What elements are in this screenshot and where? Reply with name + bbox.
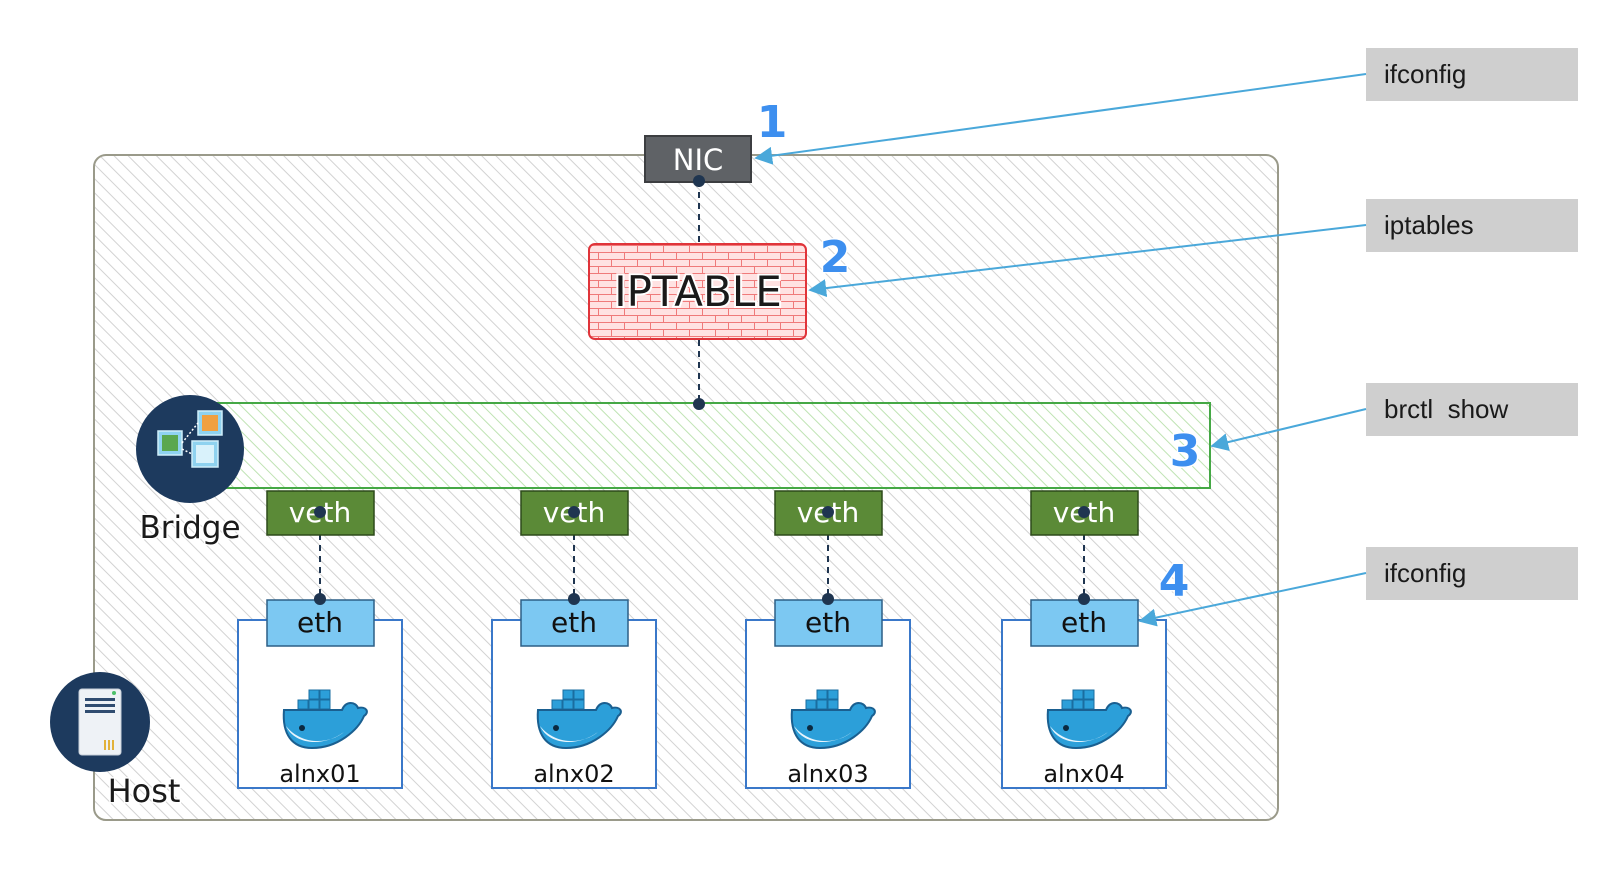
docker-whale-icon [790, 689, 876, 750]
command-label: brctl show [1384, 394, 1508, 424]
iptable-number: 2 [820, 232, 851, 283]
eth-label: eth [297, 606, 343, 639]
docker-whale-icon [1046, 689, 1132, 750]
bridge-band [199, 402, 1211, 489]
bridge-label: Bridge [139, 510, 240, 546]
eth-box [774, 599, 883, 647]
command-label: ifconfig [1384, 558, 1466, 588]
nic-label: NIC [673, 143, 724, 177]
command-box-ifconfig-eth: ifconfig [1366, 547, 1578, 600]
command-box-brctl: brctl show [1366, 383, 1578, 436]
eth-label: eth [805, 606, 851, 639]
nic-number: 1 [757, 97, 788, 148]
docker-whale-icon [282, 689, 368, 750]
bridge-icon [136, 395, 244, 503]
container-name: alnx02 [533, 760, 614, 788]
command-arrows [754, 73, 1367, 627]
command-box-iptables: iptables [1366, 199, 1578, 252]
host-label: Host [108, 772, 181, 810]
command-label: ifconfig [1384, 59, 1466, 89]
command-box-ifconfig-nic: ifconfig [1366, 48, 1578, 101]
docker-whale-icon [536, 689, 622, 750]
eth-box [1030, 599, 1139, 647]
nic-box: NIC [644, 135, 752, 183]
container-alnx04: veth eth alnx04 [1001, 490, 1167, 789]
eth-box [520, 599, 629, 647]
eth-number: 4 [1159, 556, 1190, 607]
iptable-box: IPTABLE [588, 243, 807, 340]
container-name: alnx01 [279, 760, 360, 788]
container-alnx01: veth eth alnx01 [237, 490, 403, 789]
connector-dots [314, 175, 1090, 605]
bridge-number: 3 [1170, 426, 1201, 477]
container-name: alnx04 [1043, 760, 1124, 788]
command-label: iptables [1384, 210, 1474, 240]
eth-label: eth [551, 606, 597, 639]
container-alnx02: veth eth alnx02 [491, 490, 657, 789]
iptable-label: IPTABLE [614, 267, 782, 316]
server-icon [50, 672, 150, 772]
eth-label: eth [1061, 606, 1107, 639]
container-name: alnx03 [787, 760, 868, 788]
